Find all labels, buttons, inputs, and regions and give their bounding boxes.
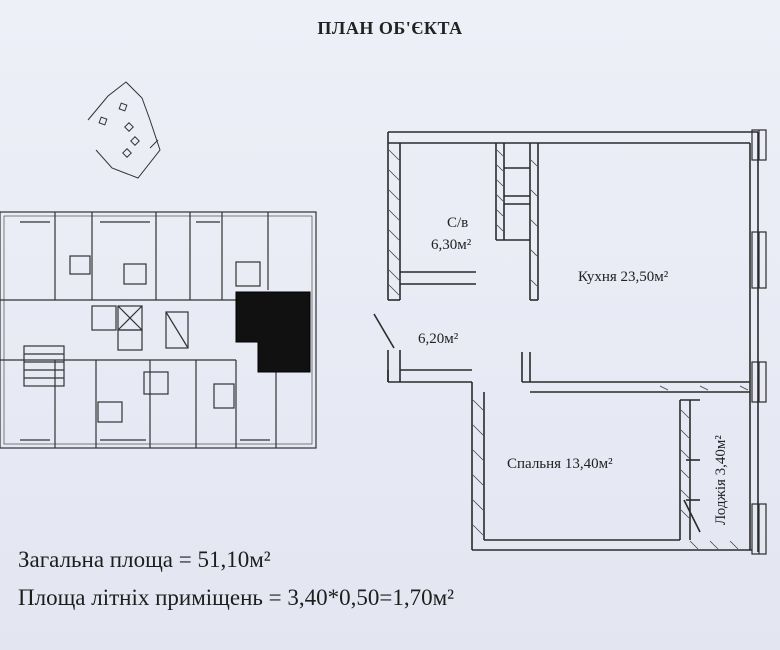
- total-area-text: Загальна площа = 51,10м²: [18, 547, 271, 572]
- kitchen-label: Кухня 23,50м²: [578, 269, 669, 285]
- summer-area-text: Площа літніх приміщень = 3,40*0,50=1,70м…: [18, 585, 455, 610]
- hall-area-label: 6,20м²: [418, 331, 459, 347]
- selected-apartment-highlight: [235, 291, 311, 373]
- bedroom-label: Спальня 13,40м²: [507, 456, 613, 472]
- page-title: ПЛАН ОБ'ЄКТА: [317, 18, 463, 38]
- bathroom-label: С/в: [447, 215, 469, 231]
- bathroom-area-label: 6,30м²: [431, 237, 472, 253]
- loggia-label: Лоджія 3,40м²: [713, 435, 729, 525]
